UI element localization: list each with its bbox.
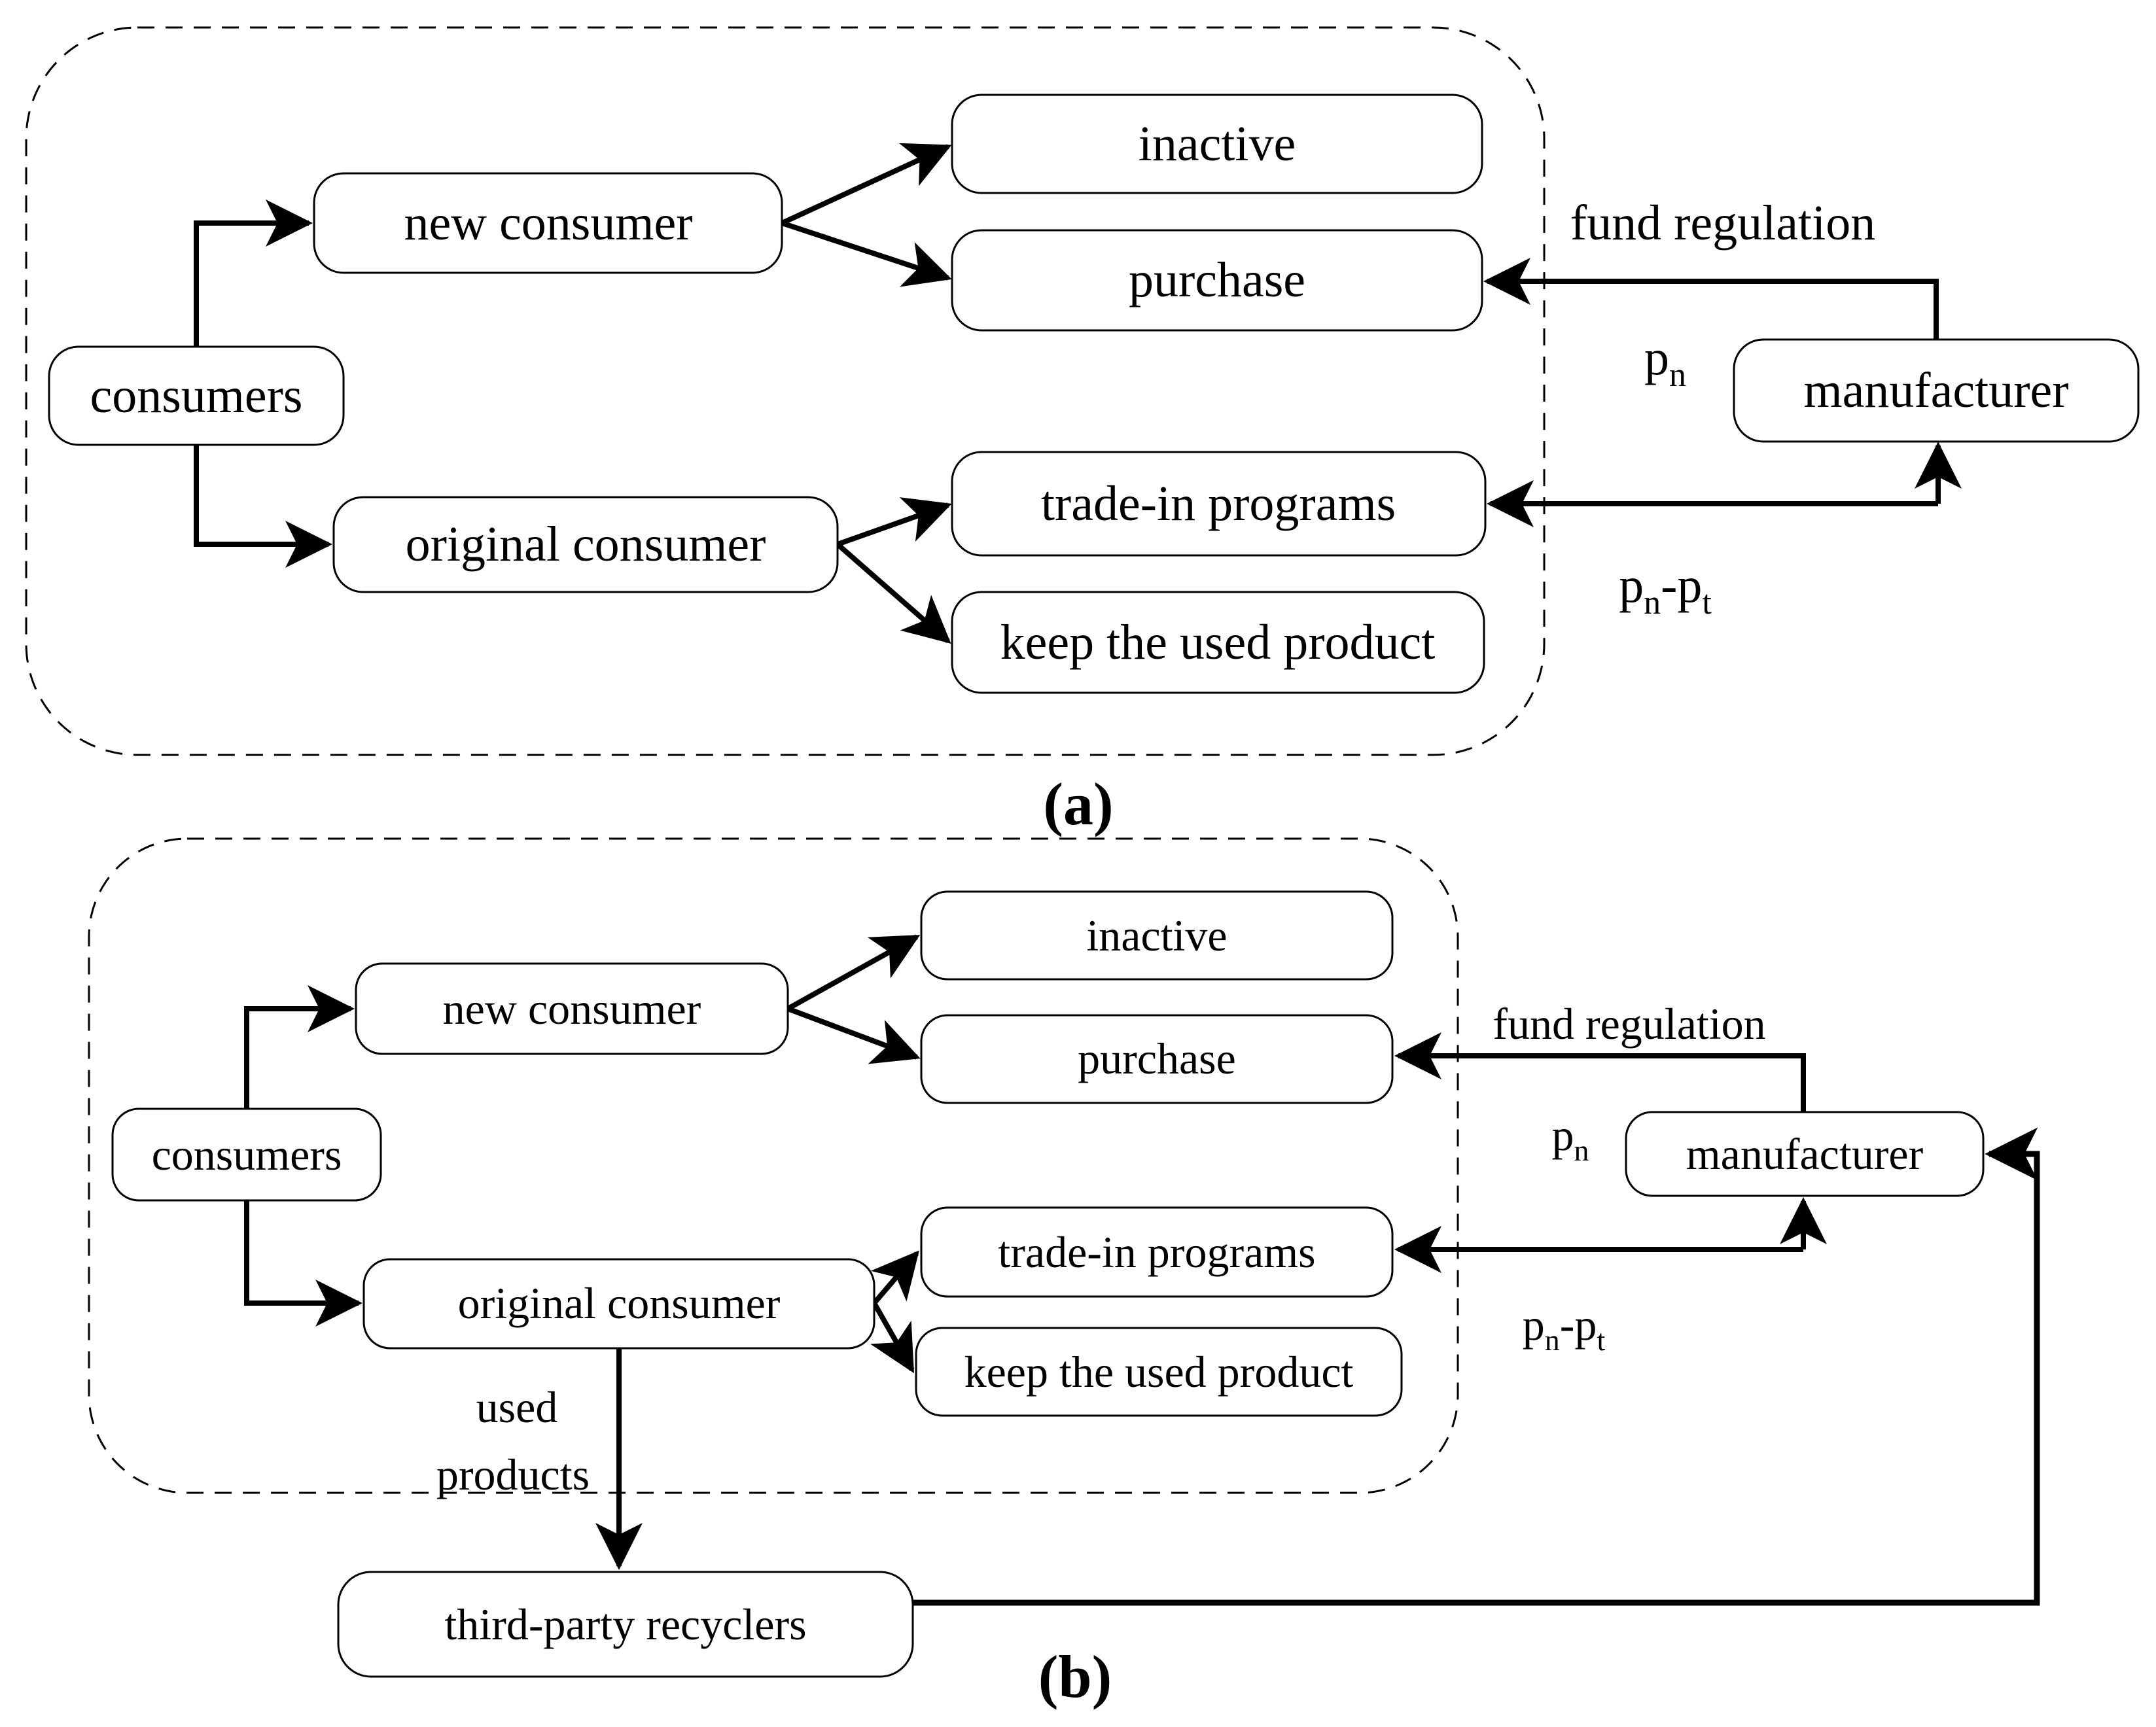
arrow-a-new-consumer-to-inactive — [781, 143, 952, 226]
node-a-consumers: consumers — [48, 345, 345, 446]
new-consumer-label: new consumer — [404, 196, 692, 251]
panel-a-caption: (a) — [1043, 771, 1113, 837]
inactive-box — [920, 890, 1394, 981]
pn-base: p — [1552, 1110, 1574, 1160]
panel-a-consumer-market-dashed-boundary — [25, 26, 1546, 756]
arrow-a-original-consumer-to-trade-in — [836, 497, 952, 547]
node-a-purchase: purchase — [951, 229, 1483, 332]
arrow-b-new-consumer-to-purchase — [786, 1006, 921, 1064]
node-b-third-party-recyclers: third-party recyclers — [337, 1571, 914, 1678]
manufacturer-label: manufacturer — [1803, 363, 2068, 418]
arrow-b-original-consumer-to-keep-used — [870, 1302, 915, 1374]
price-pn-minus-pt-label: pn-pt — [1619, 558, 1712, 621]
node-a-manufacturer: manufacturer — [1733, 338, 2140, 443]
node-b-consumers: consumers — [111, 1108, 382, 1202]
arrow-a-consumers-to-new-consumer — [194, 200, 313, 347]
node-a-trade-in-programs: trade-in programs — [951, 451, 1487, 557]
original-consumer-label: original consumer — [406, 517, 766, 572]
fund-regulation-label: fund regulation — [1570, 196, 1875, 251]
arrow-a-consumers-to-original-consumer — [194, 445, 332, 568]
purchase-box — [951, 229, 1483, 332]
node-b-keep-used-product: keep the used product — [915, 1327, 1403, 1417]
keep-used-product-box — [915, 1327, 1403, 1417]
manufacturer-box — [1733, 338, 2140, 443]
trade-in-programs-box — [951, 451, 1487, 557]
new-consumer-box — [355, 962, 789, 1055]
purchase-label: purchase — [1078, 1034, 1236, 1083]
arrow-b-original-consumer-to-trade-in — [870, 1250, 919, 1305]
trade-in-programs-label: trade-in programs — [1041, 476, 1396, 531]
trade-in-programs-label: trade-in programs — [998, 1227, 1315, 1277]
node-a-inactive: inactive — [951, 94, 1483, 194]
panel-b-caption: (b) — [1038, 1643, 1112, 1710]
arrow-b-consumers-to-new-consumer — [244, 985, 355, 1109]
consumers-box — [111, 1108, 382, 1202]
inactive-label: inactive — [1086, 911, 1227, 960]
manufacturer-label: manufacturer — [1686, 1129, 1924, 1179]
purchase-label: purchase — [1129, 253, 1305, 307]
panel-a: consumers new consumer original consumer… — [25, 26, 2140, 837]
original-consumer-box — [332, 496, 839, 593]
node-b-manufacturer: manufacturer — [1625, 1111, 1985, 1197]
pnpt-subscript1: n — [1644, 584, 1661, 621]
arrow-b-consumers-to-original-consumer — [244, 1200, 362, 1327]
panel-b: consumers new consumer original consumer… — [88, 837, 2040, 1710]
purchase-box — [920, 1014, 1394, 1104]
pnpt-base1: p — [1523, 1300, 1545, 1350]
fund-regulation-label: fund regulation — [1493, 999, 1765, 1049]
pn-subscript: n — [1574, 1134, 1589, 1167]
pnpt-base2: -p — [1560, 1300, 1597, 1350]
node-a-keep-used-product: keep the used product — [951, 591, 1485, 694]
consumers-box — [48, 345, 345, 446]
third-party-recyclers-box — [337, 1571, 914, 1678]
third-party-recyclers-label: third-party recyclers — [444, 1599, 806, 1649]
used-products-label-line1: used — [476, 1382, 558, 1432]
pnpt-base2: -p — [1661, 558, 1702, 613]
consumers-label: consumers — [90, 368, 302, 423]
node-b-inactive: inactive — [920, 890, 1394, 981]
new-consumer-label: new consumer — [443, 984, 701, 1034]
keep-used-product-box — [951, 591, 1485, 694]
used-products-label-line2: products — [436, 1450, 590, 1499]
pn-base: p — [1644, 330, 1669, 385]
pnpt-subscript2: t — [1597, 1323, 1605, 1357]
node-b-original-consumer: original consumer — [362, 1258, 875, 1350]
price-pn-minus-pt-label: pn-pt — [1523, 1300, 1606, 1357]
pnpt-subscript1: n — [1545, 1323, 1560, 1357]
pnpt-base1: p — [1619, 558, 1644, 613]
inactive-box — [951, 94, 1483, 194]
arrow-b-new-consumer-to-inactive — [786, 934, 921, 1011]
arrow-b-recyclers-to-manufacturer — [913, 1127, 2040, 1606]
node-b-purchase: purchase — [920, 1014, 1394, 1104]
manufacturer-box — [1625, 1111, 1985, 1197]
node-a-new-consumer: new consumer — [313, 172, 783, 274]
consumers-label: consumers — [152, 1130, 342, 1179]
arrow-a-manufacturer-to-purchase-fund-regulation — [1483, 258, 1939, 340]
node-b-trade-in-programs: trade-in programs — [920, 1206, 1394, 1298]
inactive-label: inactive — [1139, 116, 1296, 171]
price-pn-label: pn — [1552, 1110, 1589, 1167]
arrow-a-new-consumer-to-purchase — [781, 220, 952, 287]
original-consumer-box — [362, 1258, 875, 1350]
keep-used-product-label: keep the used product — [964, 1347, 1354, 1397]
keep-used-product-label: keep the used product — [1000, 615, 1436, 670]
arrow-b-manufacturer-to-purchase-fund-regulation — [1394, 1032, 1806, 1112]
node-b-new-consumer: new consumer — [355, 962, 789, 1055]
node-a-original-consumer: original consumer — [332, 496, 839, 593]
price-pn-label: pn — [1644, 330, 1686, 394]
new-consumer-box — [313, 172, 783, 274]
trade-in-programs-box — [920, 1206, 1394, 1298]
arrow-a-original-consumer-to-keep-used — [836, 542, 951, 644]
pnpt-subscript2: t — [1702, 584, 1712, 621]
pn-subscript: n — [1669, 357, 1686, 394]
original-consumer-label: original consumer — [458, 1278, 781, 1328]
panel-b-consumer-market-dashed-boundary — [88, 837, 1459, 1494]
